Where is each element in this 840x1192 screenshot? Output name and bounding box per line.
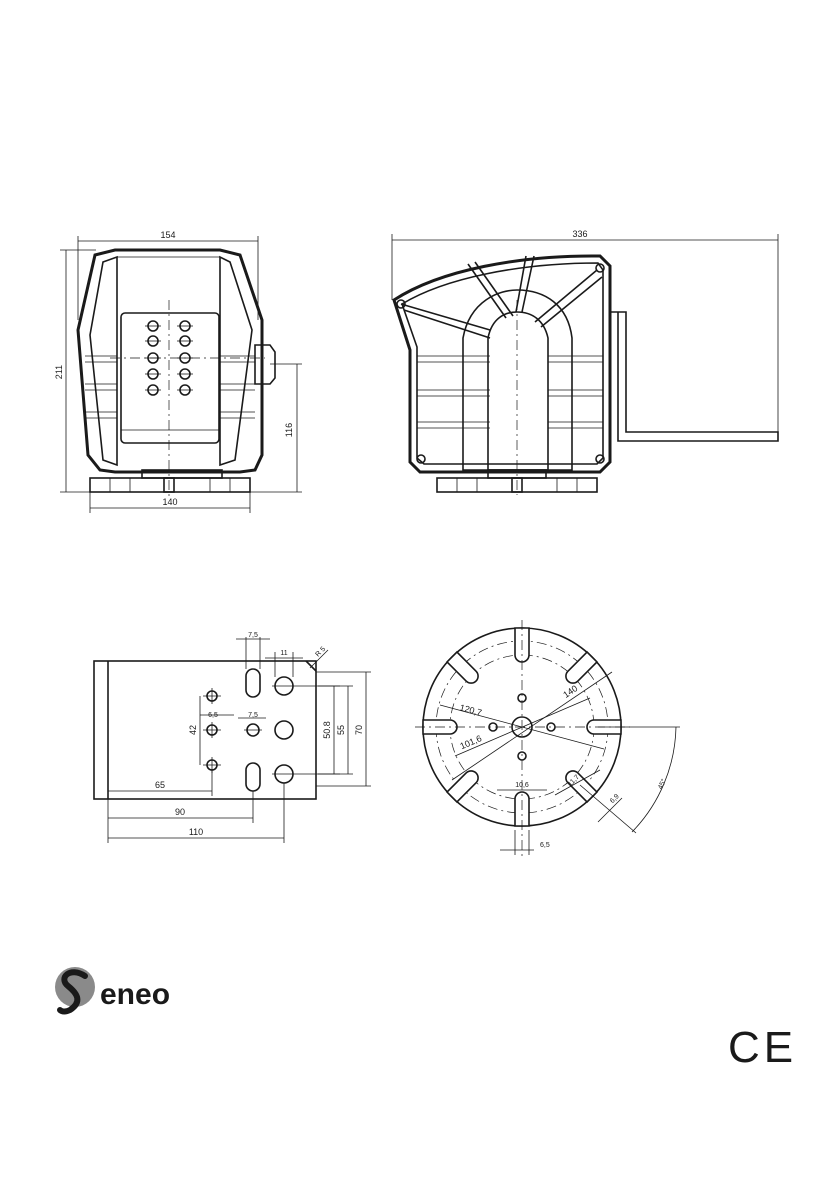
dim-plate-hole-spacing: 11 bbox=[280, 650, 287, 657]
side-view: 336 bbox=[392, 229, 778, 495]
dim-plate-90: 90 bbox=[175, 807, 185, 817]
dim-front-height-partial: 116 bbox=[284, 423, 294, 437]
dim-plate-small-offset: 7,5 bbox=[248, 712, 258, 719]
dim-round-slot-6-9: 6,9 bbox=[609, 793, 621, 805]
dim-plate-65: 65 bbox=[155, 780, 165, 790]
dim-front-width: 154 bbox=[160, 230, 175, 240]
front-view: 154 211 116 140 bbox=[54, 230, 302, 513]
dim-plate-slot: 7,5 bbox=[248, 632, 258, 639]
mounting-plate-view: 7,5 11 R 5 6,5 7,5 42 50.8 55 bbox=[94, 632, 371, 843]
ce-mark: CE bbox=[728, 1023, 797, 1072]
dim-round-140: 140 bbox=[561, 683, 579, 700]
dim-plate-42: 42 bbox=[188, 725, 198, 735]
dim-plate-50-8: 50.8 bbox=[322, 721, 332, 739]
dim-round-101-6: 101,6 bbox=[459, 733, 484, 751]
dim-plate-55: 55 bbox=[336, 725, 346, 735]
ce-mark-text: CE bbox=[728, 1023, 797, 1072]
dim-round-slot-10-6: 10,6 bbox=[515, 782, 529, 789]
dim-round-slot-6-5: 6,5 bbox=[540, 842, 550, 849]
dim-plate-small-spacing: 6,5 bbox=[208, 712, 218, 719]
eneo-logo: eneo bbox=[55, 967, 170, 1012]
dim-plate-70: 70 bbox=[354, 725, 364, 735]
eneo-logo-text: eneo bbox=[100, 978, 170, 1011]
round-base-view: 140 120,7 101,6 10,6 11,7 6,9 6,5 45° bbox=[415, 620, 680, 860]
dim-round-120-7: 120,7 bbox=[459, 702, 483, 717]
dim-side-width: 336 bbox=[572, 229, 587, 239]
dim-front-base: 140 bbox=[162, 497, 177, 507]
dim-round-angle: 45° bbox=[656, 777, 668, 790]
dim-front-height: 211 bbox=[54, 365, 64, 379]
dim-plate-radius: R 5 bbox=[314, 646, 327, 659]
dim-plate-110: 110 bbox=[189, 827, 203, 837]
